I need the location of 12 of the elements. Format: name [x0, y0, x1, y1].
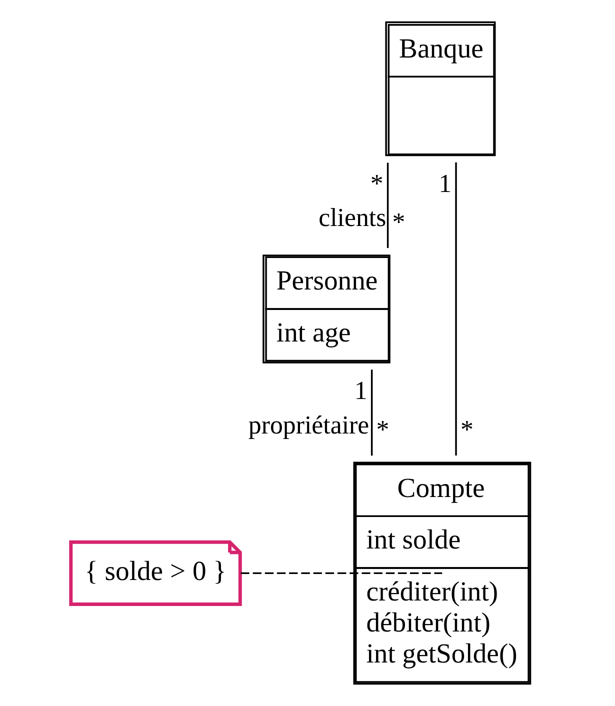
label: *	[460, 415, 474, 444]
connector	[240, 572, 442, 574]
edge-label: clients	[318, 203, 386, 232]
label: 1	[354, 376, 368, 406]
connector	[370, 370, 373, 456]
label: 1	[438, 168, 452, 198]
label: *	[392, 208, 406, 237]
label: *	[376, 415, 390, 444]
connector	[386, 162, 389, 248]
edge-label: propriétaire	[248, 410, 370, 440]
connector	[455, 162, 457, 456]
label: *	[370, 169, 384, 198]
